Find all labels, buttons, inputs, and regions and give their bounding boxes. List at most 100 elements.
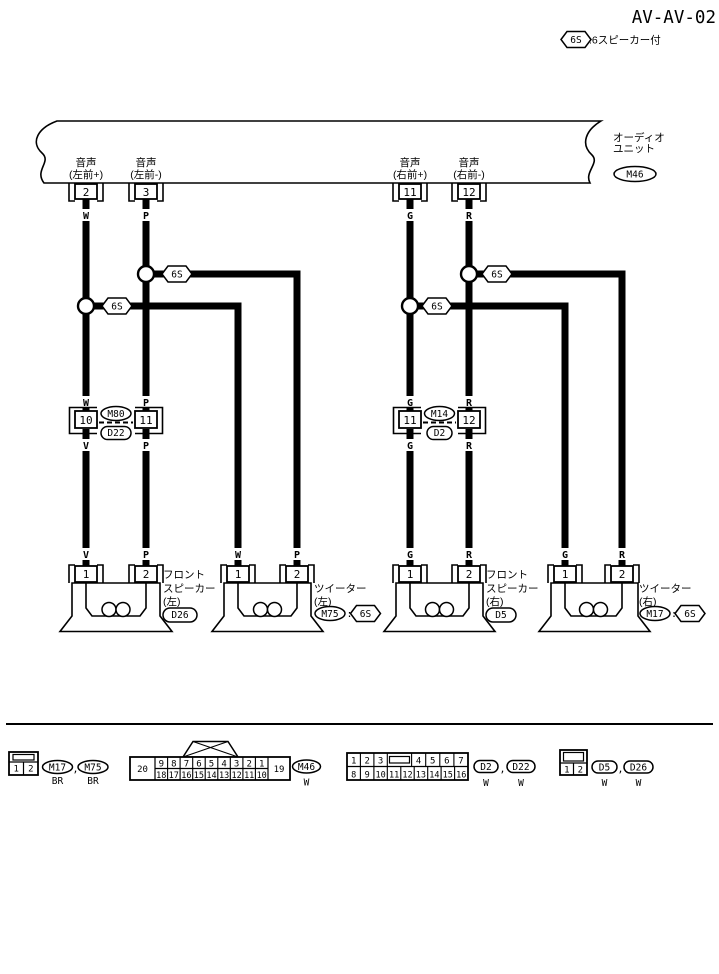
wire-color: R — [619, 550, 626, 561]
cavity-number: 16 — [181, 771, 191, 781]
cavity-number: 14 — [429, 771, 439, 781]
inline-connector-upper-label: M14 — [431, 409, 448, 420]
cavity-number: 7 — [458, 757, 463, 767]
speaker-pin-number: 1 — [562, 568, 569, 581]
inline-pin-box — [457, 410, 481, 429]
footer-connector-m46: 20 19 9 8 7 6 5 4 3 2 1 18 17 16 15 14 1… — [129, 740, 322, 789]
cavity-number: 13 — [219, 771, 229, 781]
wire-color: W — [83, 398, 90, 409]
branch-wire-right-tweeter-plus — [410, 302, 569, 567]
cavity-number: 20 — [137, 765, 148, 775]
speaker-name-line3: (左) — [163, 595, 181, 608]
cavity-number: 13 — [416, 771, 426, 781]
speaker-coil-loop — [101, 601, 117, 618]
signal-polarity: (右前-) — [453, 168, 485, 181]
unit-pin-box — [74, 183, 98, 200]
speaker-pin-box — [610, 565, 634, 583]
audio-unit-pin-signals: 音声 (左前+) 音声 (左前-) 音声 (右前+) 音声 (右前-) — [69, 156, 485, 181]
speaker-name-line2: スピーカー — [163, 583, 216, 595]
wire-color: G — [407, 398, 413, 409]
separator: , — [72, 764, 78, 775]
signal-polarity: (右前+) — [393, 168, 427, 181]
junction-6s-tag: 6S — [431, 302, 443, 313]
audio-unit-name-line2: ユニット — [613, 143, 655, 155]
speaker-coil-loop — [115, 601, 131, 618]
harness-wires — [82, 198, 626, 567]
speaker-pin-box — [553, 565, 577, 583]
cavity-number: 18 — [156, 771, 166, 781]
junction-circle — [136, 264, 156, 284]
inline-pin-box — [398, 410, 422, 429]
wire-color: P — [143, 441, 149, 452]
junction-circle — [76, 296, 96, 316]
cavity-number: 12 — [231, 771, 241, 781]
cavity-number: 9 — [365, 771, 370, 781]
inline-connector-upper-oval — [423, 405, 456, 422]
connector-id-oval — [623, 760, 654, 774]
cavity-number: 6 — [444, 757, 449, 767]
speaker-coil-wire — [409, 582, 470, 617]
connector-id-oval — [41, 759, 74, 775]
branch-wire-left-tweeter-plus — [86, 302, 242, 567]
signal-polarity: (左前-) — [130, 168, 162, 181]
cavity-number: 2 — [246, 759, 251, 769]
cavity-number: 7 — [184, 759, 189, 769]
junction-circle — [459, 264, 479, 284]
inline-connector-lower-oval — [100, 425, 132, 441]
speaker-outline — [58, 582, 174, 633]
connector-color: W — [304, 778, 310, 789]
cavity-number: 15 — [194, 771, 204, 781]
wire-color: R — [466, 441, 473, 452]
speaker-pin-box — [226, 565, 250, 583]
signal-label: 音声 — [76, 156, 97, 169]
connector-id: D2 — [480, 762, 491, 773]
inline-pin-number: 10 — [79, 414, 92, 427]
wire-color: G — [407, 211, 413, 222]
unit-pin-box — [398, 183, 422, 200]
wire-color: V — [83, 550, 89, 561]
speaker-pin-number: 2 — [619, 568, 626, 581]
connector-id-oval — [291, 759, 322, 774]
unit-pin-box — [457, 183, 481, 200]
connector-id: M17 — [49, 763, 66, 774]
speaker-name-line1: フロント — [486, 569, 528, 581]
wire-color: P — [143, 550, 149, 561]
cavity-number: 1 — [351, 757, 356, 767]
cavity-number: 2 — [578, 766, 583, 776]
speaker-connector-oval — [485, 607, 517, 623]
junction-6s-hexagon-icon — [481, 265, 513, 283]
junction-circle — [400, 296, 420, 316]
speaker-pin-number: 2 — [466, 568, 473, 581]
footer-connector-d5-d26: 1 2 D5 W , D26 W — [559, 749, 654, 789]
speaker-front-right: G R 1 2 フロント スピーカー (右) D5 — [382, 548, 539, 633]
speaker-pin-box — [134, 565, 158, 583]
unit-pin-number: 3 — [143, 186, 150, 199]
wire-color: R — [466, 550, 473, 561]
inline-connector-lower-label: D2 — [434, 428, 445, 439]
cavity-number: 9 — [159, 759, 164, 769]
6s-tag: 6S — [360, 609, 372, 620]
connector-latch — [388, 755, 411, 764]
legend-text: :6スピーカー付 — [589, 34, 661, 47]
speaker-connector-label: D26 — [171, 610, 188, 621]
speaker-name-line1: フロント — [163, 569, 205, 581]
connector-id-oval — [506, 759, 536, 774]
branch-wire-right-tweeter-minus — [469, 270, 626, 567]
speaker-coil-loop — [424, 601, 441, 618]
speaker-name-line2: (左) — [314, 595, 332, 608]
speaker-connector-label: M17 — [646, 609, 663, 620]
signal-label: 音声 — [459, 156, 480, 169]
wire-color: W — [235, 550, 242, 561]
speaker-coil-wire — [85, 582, 147, 617]
connector-latch — [562, 751, 585, 762]
unit-pin-number: 2 — [83, 186, 90, 199]
connector-color: W — [602, 778, 608, 789]
cavity-number: 1 — [13, 765, 18, 775]
cavity-number: 5 — [209, 759, 214, 769]
inline-pin-number: 11 — [403, 414, 416, 427]
wire-color: W — [83, 211, 90, 222]
audio-unit-pins: 2 3 11 12 — [68, 183, 487, 202]
inline-connector-lower-oval — [426, 425, 453, 441]
wire-color: G — [407, 550, 413, 561]
